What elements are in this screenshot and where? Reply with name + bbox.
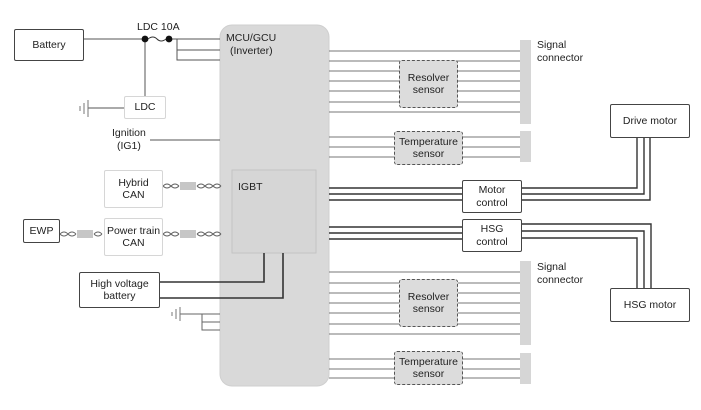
temperature-sensor-top: Temperature sensor	[394, 131, 463, 165]
bottom-ground-wires	[180, 313, 220, 331]
signal-connector-top	[520, 40, 531, 124]
signal-top-line2: connector	[537, 51, 584, 64]
ewp-label: EWP	[29, 224, 54, 237]
hsg-motor-label: HSG motor	[623, 298, 677, 311]
hybrid-can-box: Hybrid CAN	[104, 170, 163, 208]
drive-motor-box: Drive motor	[610, 104, 690, 138]
hsg-motor-box: HSG motor	[610, 288, 690, 322]
ignition-label: Ignition (IG1)	[112, 127, 146, 152]
temp-bottom-line1: Temperature	[399, 355, 458, 368]
ptcan-twisted-pair	[162, 230, 222, 238]
resolver-sensor-bottom: Resolver sensor	[399, 279, 458, 327]
signal-connector-top-label: Signal connector	[537, 39, 583, 64]
motor-control-line2: control	[476, 196, 508, 209]
temperature-sensor-bottom: Temperature sensor	[394, 351, 463, 385]
motor-control-wires	[329, 137, 651, 201]
inverter-line1: MCU/GCU	[226, 32, 277, 44]
battery-label: Battery	[32, 38, 66, 51]
hv-battery-box: High voltage battery	[79, 272, 160, 308]
signal-connector-top-temp	[520, 131, 531, 162]
hv-battery-wires	[160, 253, 284, 299]
temp-top-line1: Temperature	[399, 135, 458, 148]
ldc-fuse-label: LDC 10A	[137, 21, 180, 33]
ewp-box: EWP	[23, 219, 60, 243]
hsg-control-box: HSG control	[462, 219, 522, 252]
signal-connector-bottom-label: Signal connector	[537, 261, 583, 286]
resolver-top-line1: Resolver	[407, 71, 450, 84]
hv-battery-line2: battery	[103, 290, 136, 302]
ground-icon	[79, 100, 89, 117]
signal-connector-bottom-temp	[520, 353, 531, 384]
hv-battery-line1: High voltage	[90, 277, 149, 290]
resolver-sensor-top: Resolver sensor	[399, 60, 458, 108]
motor-control-box: Motor control	[462, 180, 522, 213]
signal-bottom-line1: Signal	[537, 261, 567, 273]
battery-box: Battery	[14, 29, 84, 61]
temp-bottom-line2: sensor	[412, 368, 445, 380]
hsg-control-wires	[329, 223, 652, 288]
inverter-line2: (Inverter)	[230, 44, 273, 57]
motor-control-line1: Motor	[478, 184, 506, 196]
battery-feed-wires	[83, 38, 220, 141]
ignition-line1: Ignition	[112, 127, 146, 139]
signal-connector-bottom	[520, 261, 531, 345]
hybrid-can-line1: Hybrid	[118, 176, 149, 189]
hybrid-can-line2: CAN	[122, 189, 145, 201]
ldc-label: LDC	[134, 101, 156, 114]
ptcan-line2: CAN	[122, 237, 145, 249]
temp-top-line2: sensor	[412, 148, 445, 160]
hybrid-can-twisted-pair	[162, 182, 222, 190]
signal-top-line1: Signal	[537, 39, 567, 51]
ldc-box: LDC	[124, 96, 166, 119]
ewp-twisted-pair	[59, 230, 103, 238]
ground-icon-bottom	[171, 307, 181, 321]
igbt-block	[231, 169, 317, 254]
resolver-bottom-line1: Resolver	[407, 290, 450, 303]
drive-motor-label: Drive motor	[622, 114, 678, 127]
ptcan-line1: Power train	[106, 224, 161, 237]
fuse-icon	[141, 35, 173, 43]
igbt-label: IGBT	[238, 181, 263, 193]
hsg-control-line1: HSG	[480, 223, 504, 235]
signal-bottom-line2: connector	[537, 273, 584, 286]
hsg-control-line2: control	[476, 235, 508, 248]
resolver-top-line2: sensor	[412, 84, 445, 96]
inverter-label: MCU/GCU (Inverter)	[226, 32, 276, 57]
ptcan-box: Power train CAN	[104, 218, 163, 256]
resolver-bottom-line2: sensor	[412, 303, 445, 315]
ignition-line2: (IG1)	[116, 139, 141, 152]
